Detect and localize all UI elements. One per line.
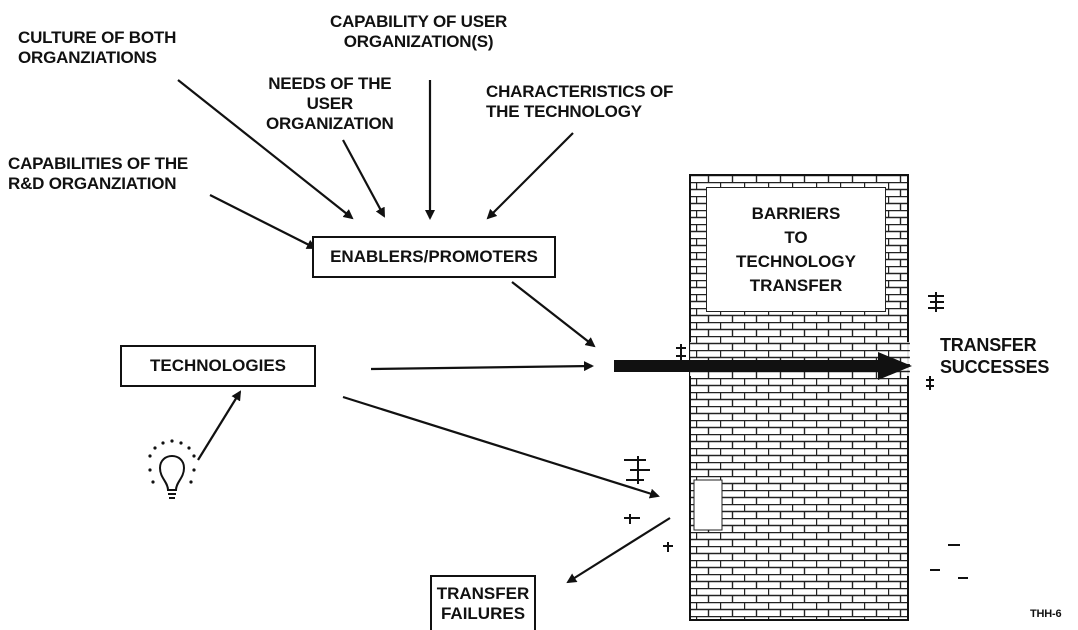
label-culture-line1: CULTURE OF BOTH xyxy=(18,28,177,47)
wall-hole xyxy=(693,479,723,531)
arrow-technologies-to-hole xyxy=(342,395,660,499)
label-culture-line2: ORGANZIATIONS xyxy=(18,48,157,67)
label-needs-line1: NEEDS OF THE xyxy=(268,74,392,93)
label-transfer-successes: TRANSFER SUCCESSES xyxy=(940,334,1049,378)
label-capabilities-rd: CAPABILITIES OF THE R&D ORGANZIATION xyxy=(8,154,188,194)
arrow-capabilities-rd xyxy=(209,194,317,249)
brick-debris xyxy=(624,292,968,579)
label-characteristics: CHARACTERISTICS OF THE TECHNOLOGY xyxy=(486,82,673,122)
transfer-failures-line1: TRANSFER xyxy=(436,583,530,603)
barriers-line4: TRANSFER xyxy=(749,275,843,295)
barriers-line2: TO xyxy=(784,227,808,247)
label-characteristics-line1: CHARACTERISTICS OF xyxy=(486,82,674,101)
transfer-successes-line1: TRANSFER xyxy=(940,335,1037,355)
lightbulb-icon xyxy=(158,455,186,499)
arrow-idea-to-technologies xyxy=(197,390,242,461)
arrow-enablers-to-wall xyxy=(511,281,596,348)
label-capability-user-line2: ORGANIZATION(S) xyxy=(343,32,494,51)
arrow-characteristics xyxy=(486,132,574,220)
transfer-failures-line2: FAILURES xyxy=(440,603,526,623)
label-capabilities-rd-line1: CAPABILITIES OF THE xyxy=(8,154,189,173)
transfer-failures-box: TRANSFER FAILURES xyxy=(430,575,536,630)
label-capability-user: CAPABILITY OF USER ORGANIZATION(S) xyxy=(330,12,507,52)
technologies-label: TECHNOLOGIES xyxy=(149,356,286,375)
label-capability-user-line1: CAPABILITY OF USER xyxy=(330,12,508,31)
label-needs-line3: ORGANIZATION xyxy=(266,114,394,133)
enablers-promoters-label: ENABLERS/PROMOTERS xyxy=(330,247,538,266)
label-needs: NEEDS OF THE USER ORGANIZATION xyxy=(266,74,394,134)
label-characteristics-line2: THE TECHNOLOGY xyxy=(486,102,642,121)
enablers-promoters-box: ENABLERS/PROMOTERS xyxy=(312,236,556,278)
label-needs-line2: USER xyxy=(306,94,354,113)
arrow-culture xyxy=(177,79,354,220)
arrow-technologies-to-wall xyxy=(370,361,594,372)
barriers-label-box: BARRIERS TO TECHNOLOGY TRANSFER xyxy=(706,187,886,312)
arrow-transfer-success-head xyxy=(878,352,912,380)
label-capabilities-rd-line2: R&D ORGANZIATION xyxy=(8,174,177,193)
figure-id: THH-6 xyxy=(1030,608,1062,620)
technologies-box: TECHNOLOGIES xyxy=(120,345,316,387)
barriers-line1: BARRIERS xyxy=(751,203,841,223)
lightbulb-rays xyxy=(148,439,196,484)
barriers-line3: TECHNOLOGY xyxy=(736,251,856,271)
transfer-successes-line2: SUCCESSES xyxy=(940,357,1050,377)
arrow-to-failures xyxy=(566,517,671,584)
label-culture: CULTURE OF BOTH ORGANZIATIONS xyxy=(18,28,176,68)
arrow-needs xyxy=(342,139,385,218)
